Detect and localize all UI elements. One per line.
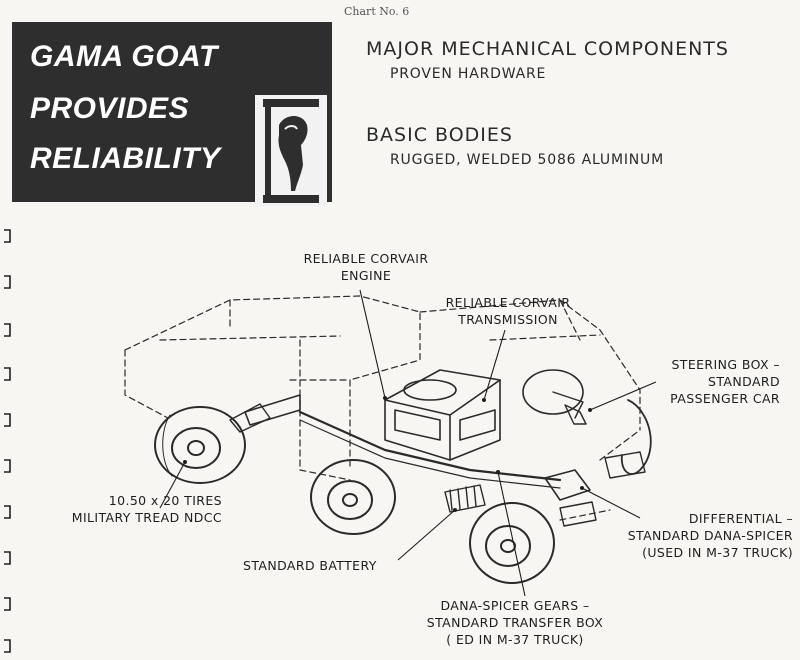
banner-line-3: RELIABILITY xyxy=(30,142,221,175)
steering-callout-line-1: STEERING BOX – xyxy=(671,357,780,372)
major-components-subtitle: PROVEN HARDWARE xyxy=(390,66,547,82)
front-body-outline xyxy=(419,299,641,521)
front-wheel xyxy=(469,502,555,584)
chart-number: Chart No. 6 xyxy=(344,5,410,18)
major-components-title: MAJOR MECHANICAL COMPONENTS xyxy=(366,38,729,60)
steering-leader xyxy=(589,381,657,411)
battery-callout-line-1: STANDARD BATTERY xyxy=(243,558,377,573)
banner-line-1: GAMA GOAT xyxy=(30,40,218,73)
title-banner: GAMA GOAT PROVIDES RELIABILITY xyxy=(12,22,332,207)
basic-bodies-subtitle: RUGGED, WELDED 5086 ALUMINUM xyxy=(390,152,664,168)
battery xyxy=(444,484,486,513)
differential-callout: DIFFERENTIAL – STANDARD DANA-SPICER (USE… xyxy=(595,510,793,561)
tires-callout: 10.50 x 20 TIRES MILITARY TREAD NDCC xyxy=(30,492,222,526)
engine-block xyxy=(384,369,501,461)
banner-line-2: PROVIDES xyxy=(30,92,190,125)
engine-callout-line-2: ENGINE xyxy=(340,268,392,283)
transfer-callout-line-3: ( ED IN M-37 TRUCK) xyxy=(446,632,584,647)
steering-wheel xyxy=(522,369,584,415)
spiral-binding xyxy=(4,229,11,653)
rear-wheel xyxy=(154,406,246,484)
differential-callout-line-1: DIFFERENTIAL – xyxy=(688,511,793,526)
tires-callout-line-1: 10.50 x 20 TIRES xyxy=(108,493,222,508)
transmission-callout-line-1: RELIABLE CORVAIR xyxy=(445,295,571,310)
differential-leader xyxy=(581,487,641,519)
rear-drive-shaft xyxy=(298,410,562,482)
front-differential xyxy=(544,469,591,501)
rear-axle xyxy=(244,394,301,426)
tires-callout-line-2: MILITARY TREAD NDCC xyxy=(71,510,222,525)
transmission-callout-line-2: TRANSMISSION xyxy=(458,312,558,327)
transfer-leader xyxy=(497,471,526,597)
tires-leader xyxy=(159,461,186,509)
transmission-leader xyxy=(483,329,506,401)
transmission-callout: RELIABLE CORVAIR TRANSMISSION xyxy=(438,294,578,328)
transfer-callout-line-2: STANDARD TRANSFER BOX xyxy=(426,615,604,630)
transfer-callout-line-1: DANA-SPICER GEARS – xyxy=(440,598,590,613)
engine-callout: RELIABLE CORVAIR ENGINE xyxy=(296,250,436,284)
middle-wheel xyxy=(310,459,396,535)
battery-leader xyxy=(397,509,456,561)
goat-logo-icon xyxy=(255,95,327,207)
basic-bodies-title: BASIC BODIES xyxy=(366,124,513,146)
rear-body-outline xyxy=(124,295,421,481)
steering-callout: STEERING BOX – STANDARD PASSENGER CAR xyxy=(640,356,780,407)
differential-callout-line-2: STANDARD DANA-SPICER xyxy=(627,528,793,543)
differential-callout-line-3: (USED IN M-37 TRUCK) xyxy=(642,545,793,560)
engine-leader xyxy=(359,289,386,399)
far-front-wheel xyxy=(620,399,652,475)
battery-callout: STANDARD BATTERY xyxy=(243,557,377,574)
steering-callout-line-3: PASSENGER CAR xyxy=(670,391,780,406)
steering-callout-line-2: STANDARD xyxy=(708,374,780,389)
transfer-callout: DANA-SPICER GEARS – STANDARD TRANSFER BO… xyxy=(410,597,620,648)
engine-callout-line-1: RELIABLE CORVAIR xyxy=(303,251,429,266)
